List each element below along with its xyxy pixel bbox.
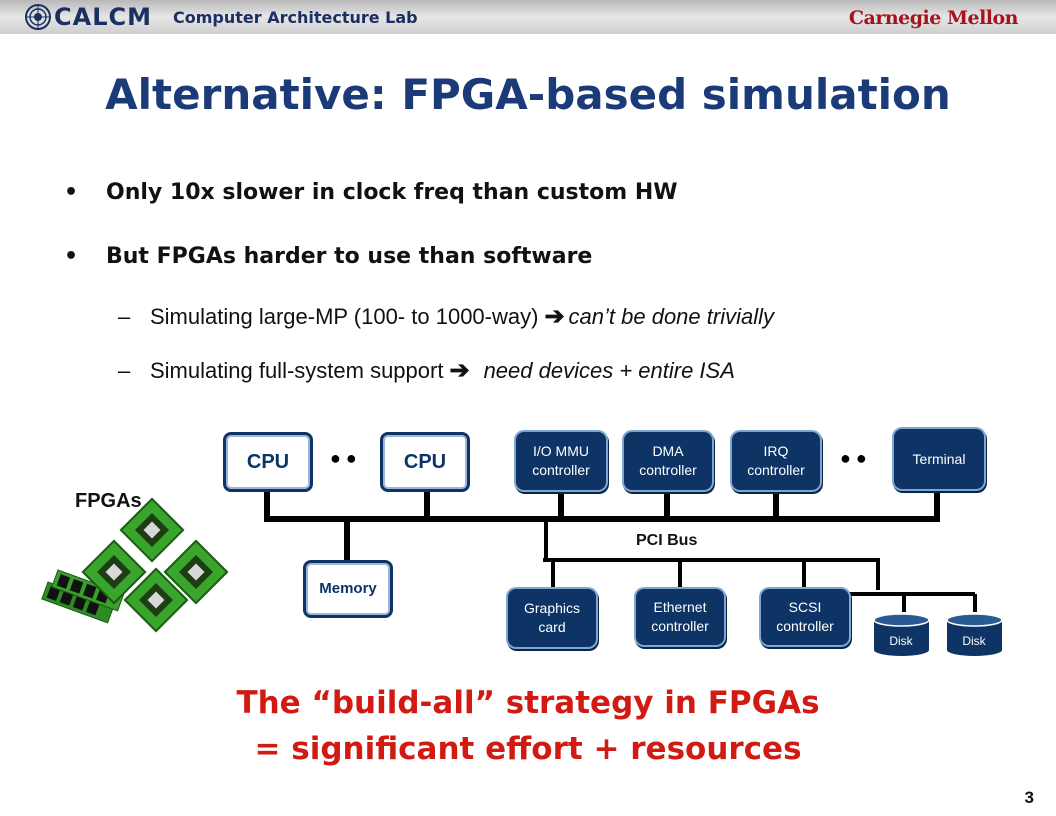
lab-name: Computer Architecture Lab bbox=[173, 8, 418, 27]
cpu-box-2: CPU bbox=[380, 432, 470, 492]
scsi-controller-box: SCSI controller bbox=[761, 589, 849, 645]
cpu-label: CPU bbox=[246, 450, 290, 473]
conclusion-line-1: The “build-all” strategy in FPGAs bbox=[236, 685, 820, 721]
calcm-logo-text: CALCM bbox=[54, 3, 152, 31]
university-logo: Carnegie Mellon bbox=[848, 7, 1019, 29]
conclusion-text: The “build-all” strategy in FPGAs = sign… bbox=[0, 680, 1056, 772]
box-line-2: controller bbox=[776, 618, 834, 634]
box-line-1: Ethernet bbox=[653, 599, 707, 616]
sub-bullet-text: Simulating large-MP (100- to 1000-way) bbox=[150, 304, 539, 329]
irq-controller-box: IRQ controller bbox=[732, 432, 820, 490]
calcm-logo-icon bbox=[25, 4, 51, 30]
sub-bullet-marker: – bbox=[118, 304, 131, 329]
sub-bullet-text: Simulating full-system support bbox=[150, 358, 444, 383]
pci-bus-line bbox=[543, 519, 977, 612]
page-number: 3 bbox=[1024, 788, 1034, 807]
cpu-label: CPU bbox=[403, 450, 447, 473]
box-line-2: controller bbox=[747, 462, 805, 478]
dma-controller-box: DMA controller bbox=[624, 432, 712, 490]
bullet-marker: • bbox=[64, 244, 79, 269]
memory-box: Memory bbox=[303, 560, 393, 618]
box-line-2: controller bbox=[639, 462, 697, 478]
ethernet-controller-box: Ethernet controller bbox=[636, 589, 724, 645]
ellipsis-1: ● ● bbox=[330, 448, 357, 468]
cpu-box-1: CPU bbox=[223, 432, 313, 492]
memory-label: Memory bbox=[319, 579, 377, 597]
box-line-1: I/O MMU bbox=[533, 443, 589, 460]
conclusion-line-2: = significant effort + resources bbox=[254, 731, 802, 767]
io-mmu-controller-box: I/O MMU controller bbox=[516, 432, 606, 490]
disk-label-1: Disk bbox=[889, 634, 913, 648]
system-bus bbox=[264, 490, 940, 560]
bullet-text: Only 10x slower in clock freq than custo… bbox=[106, 180, 678, 205]
arrow-icon: ➔ bbox=[449, 357, 470, 384]
pci-bus-label: PCI Bus bbox=[636, 532, 698, 549]
sub-bullet-emphasis: need devices + entire ISA bbox=[483, 358, 735, 383]
ellipsis-2: ● ● bbox=[840, 448, 867, 468]
slide-title: Alternative: FPGA-based simulation bbox=[105, 70, 951, 119]
sub-bullet-1: –Simulating large-MP (100- to 1000-way)➔… bbox=[118, 302, 774, 331]
box-line-1: IRQ bbox=[763, 443, 789, 460]
fpga-boards-icon bbox=[41, 497, 229, 633]
sub-bullet-emphasis: can’t be done trivially bbox=[568, 304, 774, 329]
box-line-2: card bbox=[538, 619, 566, 635]
disk-label-2: Disk bbox=[962, 634, 986, 648]
box-line-1: DMA bbox=[652, 443, 684, 460]
box-line-2: controller bbox=[532, 462, 590, 478]
bullet-marker: • bbox=[64, 180, 79, 205]
disk-1-icon bbox=[873, 613, 930, 656]
disk-2-icon bbox=[946, 613, 1003, 656]
fpga-label: FPGAs bbox=[75, 490, 142, 512]
box-line-2: controller bbox=[651, 618, 709, 634]
sub-bullet-2: –Simulating full-system support➔ need dev… bbox=[118, 356, 735, 385]
box-line-1: SCSI bbox=[788, 599, 822, 616]
sub-bullet-marker: – bbox=[118, 358, 131, 383]
header-bar: CALCM Computer Architecture Lab Carnegie… bbox=[0, 0, 1056, 34]
graphics-card-box: Graphics card bbox=[508, 589, 596, 647]
terminal-label: Terminal bbox=[912, 450, 966, 467]
bullet-text: But FPGAs harder to use than software bbox=[106, 244, 593, 269]
arrow-icon: ➔ bbox=[544, 303, 565, 330]
box-line-1: Graphics bbox=[523, 600, 581, 617]
terminal-box: Terminal bbox=[894, 429, 984, 489]
